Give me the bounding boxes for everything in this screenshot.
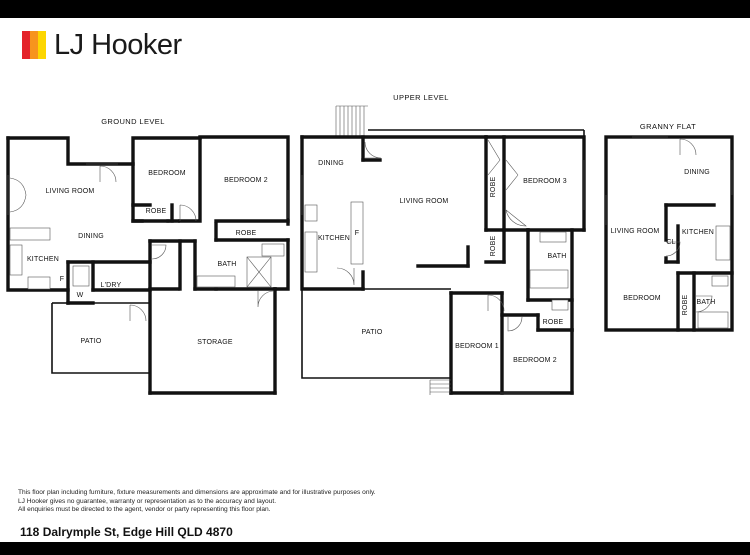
upper-bath-label: BATH xyxy=(548,253,567,260)
ground-living-room-label: LIVING ROOM xyxy=(46,188,95,195)
upper-level-title: UPPER LEVEL xyxy=(393,93,449,102)
granny-kitchen-label: KITCHEN xyxy=(682,229,714,236)
bottom-black-bar xyxy=(0,542,750,555)
ground-bedroom-label: BEDROOM xyxy=(148,170,186,177)
upper-bedroom2-label: BEDROOM 2 xyxy=(513,357,557,364)
upper-kitchen-label: KITCHEN xyxy=(318,235,350,242)
upper-bedroom3-label: BEDROOM 3 xyxy=(523,178,567,185)
granny-flat-plan: GRANNY FLAT DINING LIVING ROOM KITCHEN C… xyxy=(604,122,734,332)
granny-living-room-label: LIVING ROOM xyxy=(611,228,660,235)
ground-level-title: GROUND LEVEL xyxy=(101,117,165,126)
disclaimer-text: This floor plan including furniture, fix… xyxy=(18,489,376,515)
ground-fridge-label: F xyxy=(60,276,64,283)
ground-level-plan: GROUND LEVEL xyxy=(6,117,290,395)
upper-robe-left-label: ROBE xyxy=(490,177,497,198)
upper-robe-mid-label: ROBE xyxy=(490,236,497,257)
ground-storage-label: STORAGE xyxy=(197,339,233,346)
upper-level-plan: UPPER LEVEL xyxy=(300,93,586,395)
granny-bath-label: BATH xyxy=(697,299,716,306)
top-black-bar xyxy=(0,0,750,18)
ground-bedroom2-label: BEDROOM 2 xyxy=(224,177,268,184)
logo-text: LJ Hooker xyxy=(54,29,182,61)
ground-patio-label: PATIO xyxy=(81,338,102,345)
upper-patio-label: PATIO xyxy=(362,329,383,336)
lj-hooker-logo: LJ Hooker xyxy=(22,30,182,60)
upper-bedroom1-label: BEDROOM 1 xyxy=(455,343,499,350)
granny-bedroom-label: BEDROOM xyxy=(623,295,661,302)
ground-robe2-label: ROBE xyxy=(236,230,257,237)
property-address: 118 Dalrymple St, Edge Hill QLD 4870 xyxy=(20,525,233,539)
ground-dining-label: DINING xyxy=(78,233,104,240)
disclaimer-line: This floor plan including furniture, fix… xyxy=(18,489,376,496)
ground-bath-label: BATH xyxy=(218,261,237,268)
ground-laundry-label: L'DRY xyxy=(101,282,122,289)
granny-cl-label: CL xyxy=(666,239,675,246)
granny-dining-label: DINING xyxy=(684,169,710,176)
granny-robe-label: ROBE xyxy=(682,295,689,316)
disclaimer-line: All enquiries must be directed to the ag… xyxy=(18,506,271,514)
ground-washer-label: W xyxy=(77,292,84,299)
ground-kitchen-label: KITCHEN xyxy=(27,256,59,263)
disclaimer-line: LJ Hooker gives no guarantee, warranty o… xyxy=(18,497,277,505)
granny-flat-title: GRANNY FLAT xyxy=(640,122,696,131)
logo-color-bars-icon xyxy=(22,31,46,59)
upper-robe-b2-label: ROBE xyxy=(543,319,564,326)
upper-dining-label: DINING xyxy=(318,160,344,167)
upper-living-room-label: LIVING ROOM xyxy=(400,198,449,205)
ground-robe1-label: ROBE xyxy=(146,208,167,215)
upper-fridge-label: F xyxy=(355,230,359,237)
